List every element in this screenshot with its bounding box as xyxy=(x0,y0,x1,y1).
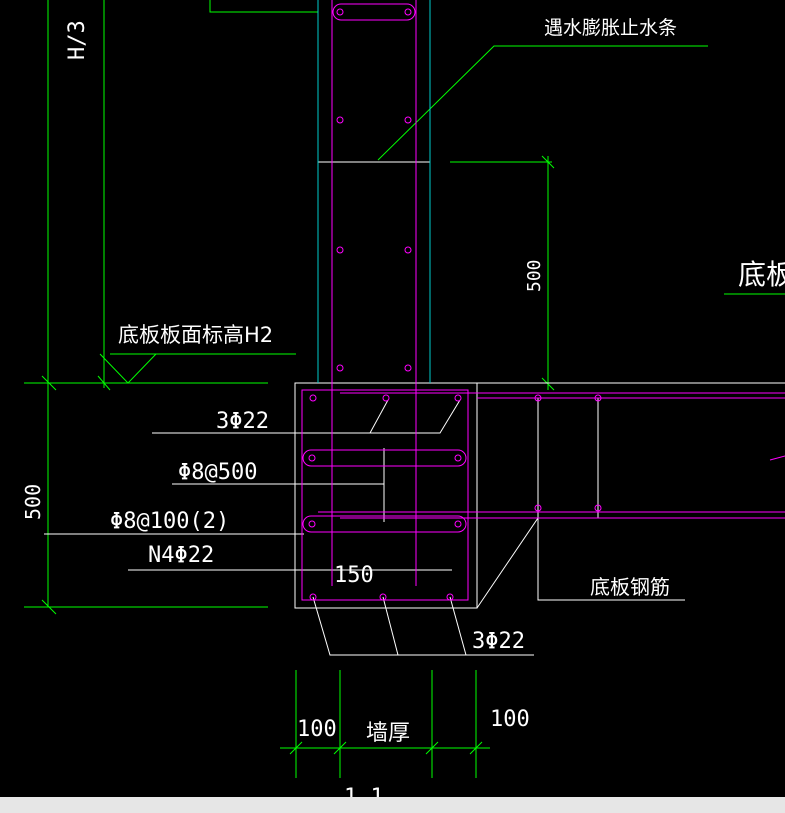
slab-bottom-rebar-end xyxy=(769,455,785,461)
section-mark-label: 1-1 xyxy=(344,785,384,797)
top-left-leader xyxy=(209,0,318,13)
bottom-dim-tick-4 xyxy=(469,741,483,755)
bottom-scroll-bar xyxy=(0,797,785,813)
beam-outer-stirrup xyxy=(301,389,469,601)
stirrup-100-label: Φ8@100(2) xyxy=(110,509,229,534)
wall-thickness-label: 墙厚 xyxy=(366,721,410,746)
bottom-dim-tick-3 xyxy=(425,741,439,755)
bottom-bars-leader-3 xyxy=(449,596,467,656)
top-bars-label: 3Φ22 xyxy=(216,409,269,434)
top-bars-leader xyxy=(152,399,461,434)
wall-top-stirrup xyxy=(332,3,416,21)
stirrup-500-label: Φ8@500 xyxy=(178,460,257,485)
dim-150-label: 150 xyxy=(334,563,374,588)
floor-rebar-label: 底板钢筋 xyxy=(590,575,670,599)
top-bars-leader-2 xyxy=(369,399,389,434)
right-500-tick-bottom xyxy=(541,377,555,391)
left-500-label: 500 xyxy=(21,484,45,520)
concrete-outlines xyxy=(44,161,785,656)
wall-face-lines xyxy=(317,0,431,383)
rebar-layer xyxy=(301,0,785,601)
left-500-tick-bottom xyxy=(41,599,57,615)
elevation-triangle xyxy=(99,353,157,384)
waterstop-label: 遇水膨胀止水条 xyxy=(544,17,677,39)
beam-stirrup-upper xyxy=(302,449,467,467)
right-500-tick-top xyxy=(541,155,555,169)
bottom-dim-tick-1 xyxy=(289,741,303,755)
beam-stirrup-lower xyxy=(302,515,467,533)
waterstop-leader xyxy=(377,45,708,161)
dim-100-right-label: 100 xyxy=(490,707,530,732)
right-500-label: 500 xyxy=(524,259,545,292)
dimension-lines xyxy=(24,0,785,778)
rebar-dots xyxy=(308,8,602,601)
floor-rebar-leader xyxy=(537,398,685,601)
bottom-bars-label: 3Φ22 xyxy=(472,629,525,654)
side-bars-label: N4Φ22 xyxy=(148,543,214,568)
floor-elevation-label: 底板板面标高H2 xyxy=(118,323,273,347)
floor-slab-label: 底板 xyxy=(738,258,785,291)
bottom-bars-leader-2 xyxy=(382,596,399,656)
h3-label: H/3 xyxy=(65,20,90,60)
bottom-dim-tick-2 xyxy=(333,741,347,755)
dim-100-left-label: 100 xyxy=(297,717,337,742)
